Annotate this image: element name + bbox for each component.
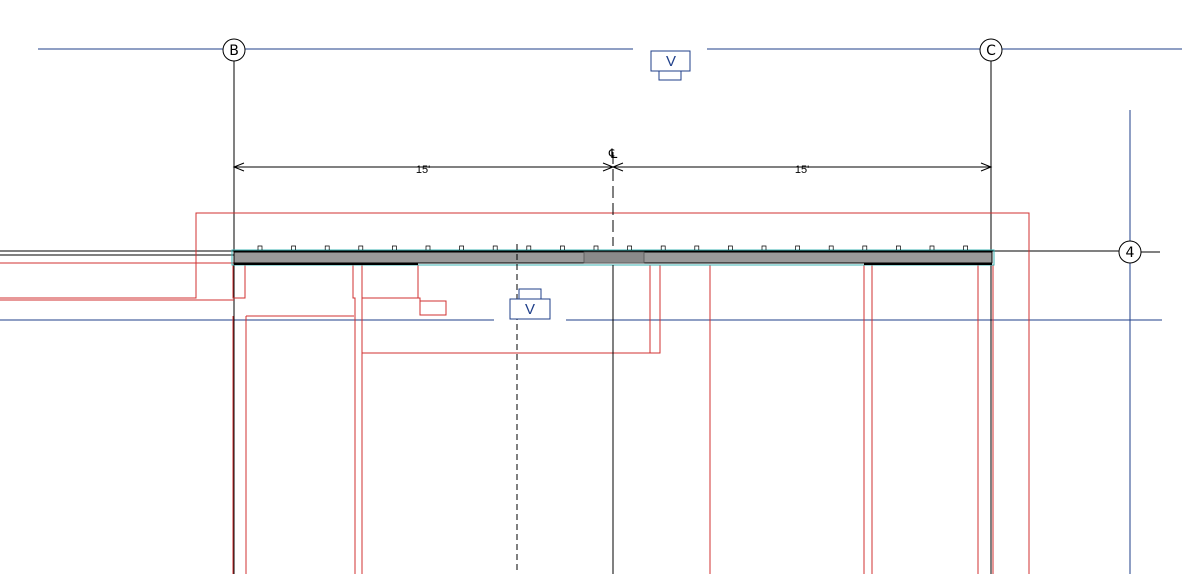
shear-stud-5 <box>425 245 431 250</box>
arrow-c-left <box>980 162 993 172</box>
offset-box <box>362 297 447 316</box>
shear-stud-18 <box>862 245 868 250</box>
footing-b <box>232 265 246 299</box>
shear-stud-11 <box>627 245 632 250</box>
grid-bubble-4-label: 4 <box>1126 245 1135 261</box>
shear-stud-10 <box>593 245 599 250</box>
arrow-b-right <box>232 162 245 172</box>
shear-stud-21 <box>963 245 968 250</box>
shear-stud-4 <box>392 245 397 250</box>
arrow-cl-right <box>611 162 624 172</box>
grid-bubble-4-circle <box>1118 240 1142 264</box>
section-tag-top-label: V <box>666 53 676 70</box>
shear-stud-3 <box>358 245 364 250</box>
dimension-left-label: 15' <box>416 164 430 176</box>
grid-lines <box>0 48 1182 574</box>
section-tag-top-tab <box>658 71 682 81</box>
shear-stud-15 <box>761 245 767 250</box>
shear-stud-17 <box>828 245 834 250</box>
section-tag-mid[interactable]: V <box>509 288 551 320</box>
grid-bubble-b-label: B <box>229 43 239 59</box>
pier-left-step <box>352 265 356 316</box>
structure-outlines <box>0 212 1030 574</box>
grid-bubble-b[interactable]: B <box>222 38 246 62</box>
beam[interactable] <box>231 245 995 266</box>
grid-bubble-4[interactable]: 4 <box>1118 240 1142 264</box>
section-tag-mid-label: V <box>525 301 535 318</box>
shear-stud-20 <box>929 245 935 250</box>
shear-stud-8 <box>526 245 532 250</box>
shear-stud-7 <box>492 245 498 250</box>
shear-studs <box>257 245 968 250</box>
shear-stud-19 <box>896 245 901 250</box>
section-tag-top-box <box>650 50 691 72</box>
centerline: ℄ <box>608 147 618 574</box>
grid-bubble-b-circle <box>222 38 246 62</box>
shear-stud-2 <box>324 245 330 250</box>
beam-splice <box>583 251 645 264</box>
section-tag-mid-box <box>509 298 551 320</box>
section-tag-mid-tab <box>518 288 542 299</box>
grid-bubble-c-label: C <box>986 43 996 59</box>
shear-stud-6 <box>459 245 464 250</box>
shear-stud-12 <box>660 245 666 250</box>
shear-stud-9 <box>560 245 565 250</box>
shear-stud-1 <box>291 245 296 250</box>
centerline-symbol: ℄ <box>608 147 618 162</box>
grid-bubble-c[interactable]: C <box>979 38 1003 62</box>
column-lines <box>233 61 992 574</box>
dimension-right-label: 15' <box>795 164 809 176</box>
outline-outer <box>0 212 1030 574</box>
header-line <box>362 265 661 354</box>
shear-stud-16 <box>795 245 800 250</box>
grid-line-4 <box>0 250 1160 256</box>
grid-bubble-c-circle <box>979 38 1003 62</box>
shear-stud-14 <box>728 245 733 250</box>
shear-stud-0 <box>257 245 263 250</box>
dimension-string <box>232 162 993 172</box>
section-tag-top[interactable]: V <box>650 50 691 81</box>
shear-stud-13 <box>694 245 700 250</box>
